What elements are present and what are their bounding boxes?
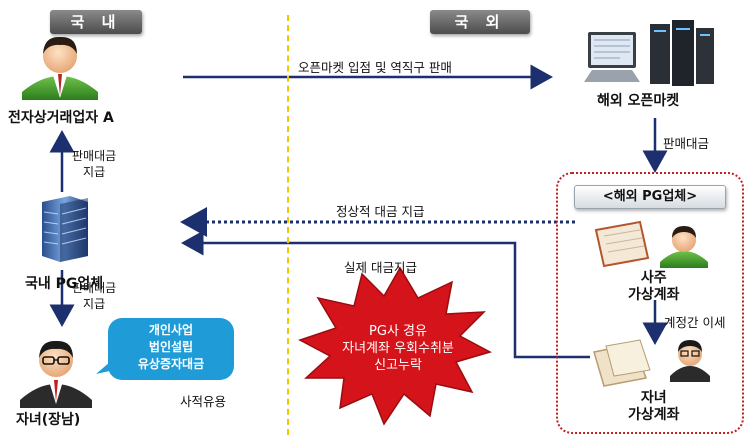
payment-down-label: 판매대금 지급 — [72, 280, 116, 312]
child-person-icon — [20, 340, 92, 408]
overseas-pg-label: <해외 PG업체> — [574, 185, 726, 209]
owner-account-label: 사주 가상계좌 — [628, 270, 680, 304]
overseas-tab: 국 외 — [430, 10, 530, 34]
building-icon — [42, 196, 88, 262]
starburst-shape — [298, 266, 492, 426]
owner-account-line-2: 가상계좌 — [628, 287, 680, 303]
actual-payment-label: 실제 대금지급 — [344, 260, 417, 275]
usage-bubble: 개인사업 법인설립 유상증자대금 — [108, 318, 234, 380]
normal-payment-label: 정상적 대금 지급 — [336, 204, 425, 219]
owner-ledger-icon — [594, 220, 708, 268]
child-account-line-2: 가상계좌 — [628, 407, 680, 423]
payment-down-line-2: 지급 — [83, 297, 106, 311]
overseas-market-label: 해외 오픈마켓 — [597, 93, 680, 109]
starburst-line-1: PG사 경유 — [369, 324, 427, 339]
personal-use-label: 사적유용 — [180, 394, 227, 409]
account-transfer-label: 계정간 이세 — [664, 315, 726, 330]
market-sales-label: 오픈마켓 입점 및 역직구 판매 — [298, 60, 452, 75]
child-account-line-1: 자녀 — [640, 390, 667, 406]
domestic-tab: 국 내 — [50, 10, 142, 34]
computer-server-icon — [584, 20, 714, 86]
overseas-pg-group — [556, 172, 744, 434]
bubble-line-1: 개인사업 — [148, 323, 194, 337]
domestic-pg-label: 국내 PG업체 — [25, 276, 104, 292]
payment-up-line-1: 판매대금 — [72, 149, 117, 163]
domestic-overseas-divider — [287, 15, 289, 435]
child-eldest-label: 자녀(장남) — [16, 412, 81, 428]
starburst-line-3: 신고누락 — [374, 358, 422, 373]
seller-person-icon — [22, 36, 98, 100]
starburst-line-2: 자녀계좌 우회수취분 — [342, 341, 454, 356]
owner-account-line-1: 사주 — [640, 270, 667, 286]
starburst-text: PG사 경유 자녀계좌 우회수취분 신고누락 — [318, 323, 478, 374]
actual-payment-arrow — [181, 230, 590, 359]
child-ledger-icon — [593, 339, 710, 387]
payment-up-line-2: 지급 — [83, 165, 106, 179]
seller-a-label: 전자상거래업자 A — [8, 110, 114, 126]
bubble-line-3: 유상증자대금 — [137, 357, 205, 371]
bubble-line-2: 법인설립 — [148, 340, 194, 354]
payment-up-label: 판매대금 지급 — [72, 148, 116, 180]
sales-payment-label: 판매대금 — [663, 136, 710, 151]
payment-down-line-1: 판매대금 — [72, 281, 117, 295]
child-account-label: 자녀 가상계좌 — [628, 390, 680, 424]
